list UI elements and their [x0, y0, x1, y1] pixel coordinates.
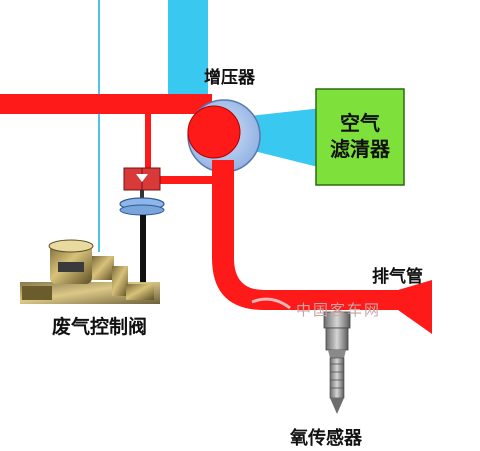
label-wastegate-valve: 废气控制阀 [52, 316, 148, 338]
filter-inlet-duct [250, 108, 322, 168]
exhaust-downpipe [212, 160, 404, 310]
actuator-diaphragm-lower [119, 204, 165, 216]
label-exhaust-pipe: 排气管 [372, 267, 423, 287]
valve-outlet-pipe [160, 176, 216, 184]
wastegate-valve-photo [20, 239, 160, 304]
bypass-line [145, 114, 151, 172]
actuator-rod [140, 215, 146, 283]
watermark-text: 中国客车网 [296, 301, 382, 319]
exhaust-flare [398, 280, 432, 334]
label-turbocharger: 增压器 [204, 68, 255, 88]
intake-pipe [168, 0, 208, 100]
label-oxygen-sensor: 氧传感器 [290, 428, 362, 449]
turbine-wheel [187, 105, 241, 159]
watermark-swoosh [251, 297, 291, 310]
oxygen-sensor-probe [323, 311, 351, 414]
exhaust-manifold-pipe [0, 94, 212, 114]
air-filter-box [315, 88, 405, 186]
actuator-stem [140, 190, 144, 202]
valve-poppet [136, 174, 148, 182]
label-air-filter: 空气滤清器 [330, 111, 390, 161]
